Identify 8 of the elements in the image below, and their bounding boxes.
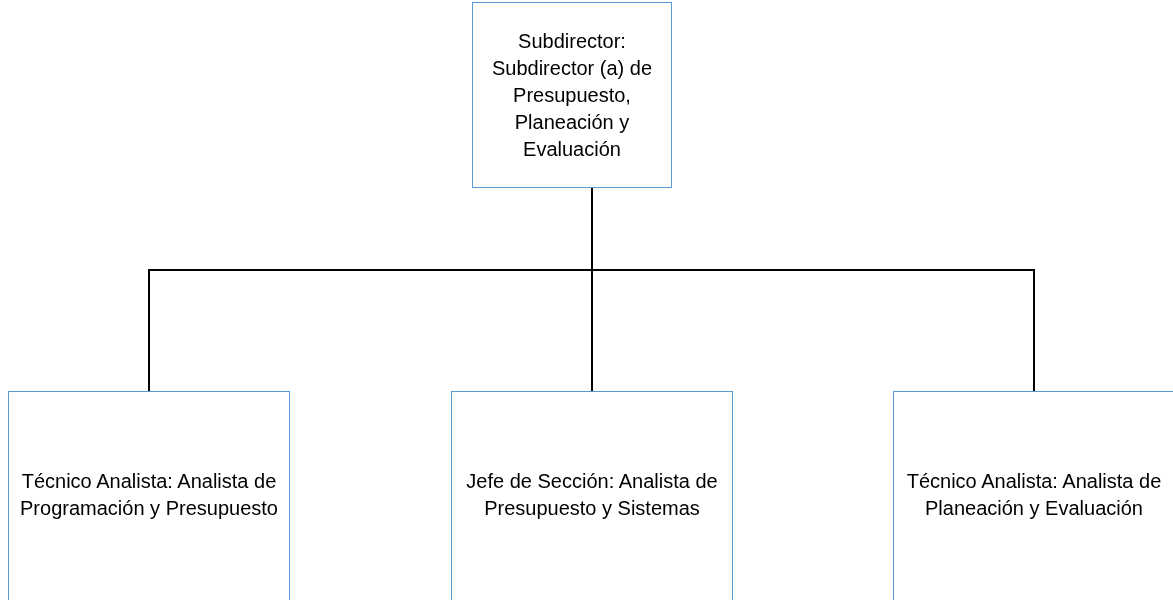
- role-text: Técnico Analista: Analista de Programación y Presupuesto: [19, 469, 279, 521]
- role-text: Subdirector: Subdirector (a) de Presupuesto, Planeación y Evaluación: [490, 28, 654, 162]
- role-text: Técnico Analista: Analista de Planeación y Evaluación: [905, 469, 1163, 521]
- org-box: [8, 391, 290, 600]
- org-box: [451, 391, 733, 600]
- org-box: [472, 2, 672, 188]
- role-text: Jefe de Sección: Analista de Presupuesto y Sistemas: [465, 469, 719, 521]
- org-box: [893, 391, 1173, 600]
